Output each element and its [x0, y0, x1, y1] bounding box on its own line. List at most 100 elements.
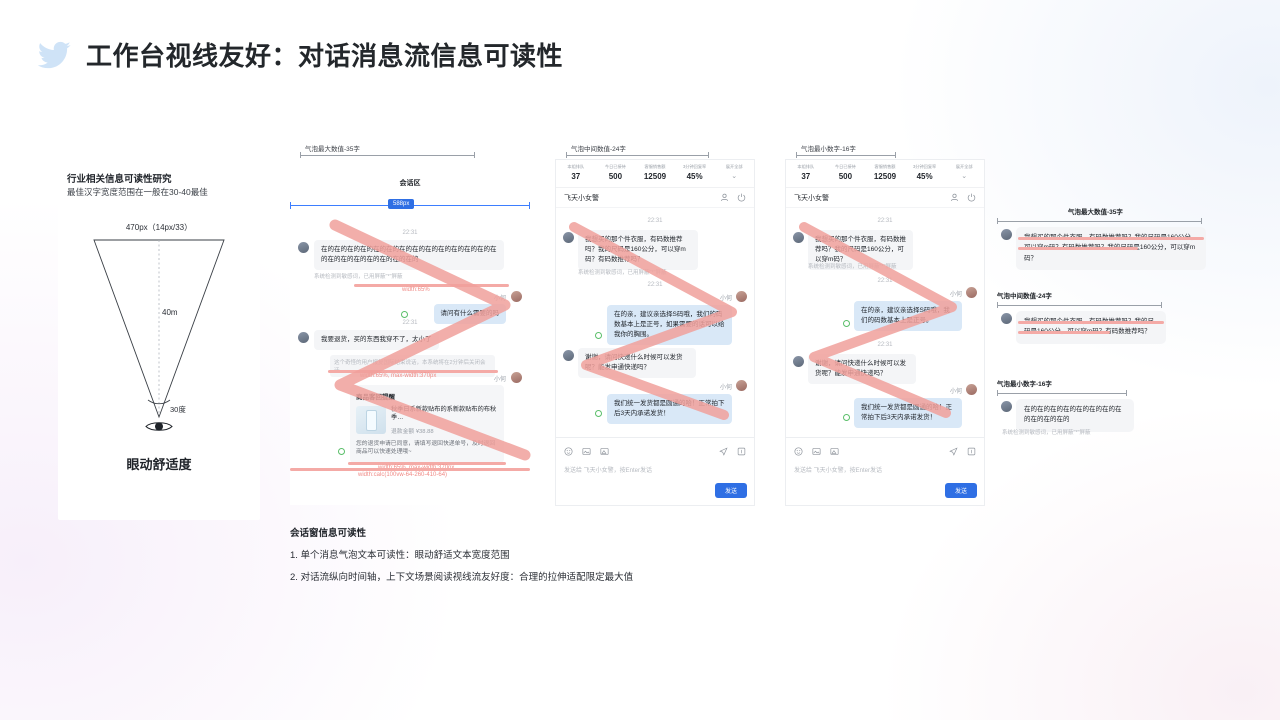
overlay-line — [1018, 247, 1138, 250]
product-refund-card[interactable]: 商品客回提醒 秋季日系新款贴布的系新款贴布的布秋季… 退款金额 ¥38.88 您… — [350, 385, 504, 464]
right-measure-bar-2 — [997, 302, 1162, 308]
chat-window-small: 本组排队 37 今日已接待 500 客服销售额 12509 3分钟回复率 45%… — [786, 160, 984, 505]
avatar[interactable] — [1001, 229, 1012, 240]
avatar[interactable] — [563, 232, 574, 243]
metric-value: 37 — [801, 172, 811, 181]
message-bubble-incoming: 谢谢，请问快递什么时候可以发货呢？能发申通快递吗？ — [578, 348, 696, 379]
avatar[interactable] — [1001, 401, 1012, 412]
system-note: 系统检测到敏感词，已用屏蔽"*"屏蔽 — [578, 270, 667, 276]
message-bubble-incoming: 在的在的在的在的在的在的在的在的在的在的在的在的在的在的在的在的在的在的在的在的… — [314, 240, 504, 271]
expand-icon[interactable] — [737, 447, 746, 456]
send-button[interactable]: 发送 — [944, 483, 977, 498]
emoji-icon[interactable] — [794, 447, 803, 456]
screenshot-icon[interactable] — [600, 447, 609, 456]
metric-value: 500 — [608, 172, 623, 181]
sample-bubble-min: 在的在的在的在的在的在的在的在的在的在的在的 — [1016, 399, 1134, 432]
chat-title: 飞天小女警 — [794, 194, 829, 202]
summary-line-2: 2. 对话流纵向时间轴，上下文场景阅读视线流友好度：合理的拉伸适配限定最大值 — [290, 572, 634, 583]
overlay-line — [1018, 237, 1204, 240]
panel2-measure-caption: 气泡中间数值-24字 — [571, 146, 626, 153]
metric-label: 本组排队 — [567, 164, 585, 169]
cone-shape — [93, 239, 225, 419]
emoji-icon[interactable] — [564, 447, 573, 456]
read-receipt-icon — [843, 414, 850, 421]
avatar[interactable] — [511, 372, 522, 383]
expand-icon[interactable] — [967, 447, 976, 456]
metric-queue[interactable]: 本组排队 37 — [556, 160, 596, 187]
avatar[interactable] — [793, 356, 804, 367]
timestamp: 22:31 — [402, 320, 418, 326]
message-bubble-outgoing: 在的亲，建议亲选择S码哦，我们的码数基本上是正号，如果需要的话可以给我你的胸围。 — [607, 305, 732, 346]
metric-sales[interactable]: 客服销售额 12509 — [865, 160, 905, 187]
metric-served[interactable]: 今日已接待 500 — [596, 160, 636, 187]
metric-label: 今日已接待 — [834, 164, 856, 169]
message-bubble-incoming: 我想买的那个件衣服，有码数推荐吗？我的尺码是160公分，可以穿m码？有码数推荐吗… — [578, 230, 698, 271]
send-plane-icon[interactable] — [949, 447, 958, 456]
conversation-zone-panel: 会话区 588px 22:31 在的在的在的在的在的在的在的在的在的在的在的在的… — [290, 160, 530, 505]
timestamp: 22:31 — [877, 278, 893, 284]
chat-title: 飞天小女警 — [564, 194, 599, 202]
metric-response-rate[interactable]: 3分钟回复率 45% — [905, 160, 945, 187]
sample-bubble-mid: 我想买的那个件衣服，有码数推荐吗？我的尺码是160公分，可以穿m码？有码数推荐吗… — [1016, 311, 1166, 344]
metric-value: 45% — [686, 172, 703, 181]
metric-label: 客服销售额 — [644, 164, 666, 169]
product-card-desc: 您的退货申请已同意，请填写退回快递单号，及时退回商品可以快速处理哦~ — [356, 440, 496, 456]
chat-header: 飞天小女警 — [786, 188, 984, 208]
panel3-measure-caption: 气泡最小数字-16字 — [801, 146, 856, 153]
read-receipt-icon — [338, 448, 345, 455]
avatar[interactable] — [563, 350, 574, 361]
send-plane-icon[interactable] — [719, 447, 728, 456]
message-bubble-incoming: 谢谢，请问快递什么时候可以发货呢？能发申通快递吗？ — [808, 354, 916, 385]
chat-header: 飞天小女警 — [556, 188, 754, 208]
page-title: 工作台视线友好：对话消息流信息可读性 — [86, 41, 564, 71]
metric-label: 展开全部 — [955, 164, 973, 169]
width-annotation-text: width:65%, max-width:370px — [360, 373, 437, 379]
metric-expand-all[interactable]: 展开全部 ⌄ — [944, 160, 984, 187]
composer-placeholder[interactable]: 发送给 飞天小女警，按Enter发话 — [794, 468, 883, 474]
system-note: 系统检测到敏感词，已用屏蔽"*"屏蔽 — [808, 264, 897, 270]
avatar[interactable] — [298, 332, 309, 343]
metrics-bar: 本组排队 37 今日已接待 500 客服销售额 12509 3分钟回复率 45%… — [556, 160, 754, 188]
research-card-subtitle: 最佳汉字宽度范围在一般在30-40最佳 — [67, 187, 208, 197]
eye-comfort-caption: 眼动舒适度 — [126, 457, 192, 472]
readability-research-card: 行业相关信息可读性研究 最佳汉字宽度范围在一般在30-40最佳 470px（14… — [58, 160, 260, 520]
avatar[interactable] — [1001, 313, 1012, 324]
user-icon[interactable] — [950, 193, 959, 202]
avatar[interactable] — [966, 287, 977, 298]
metric-label: 今日已接待 — [604, 164, 626, 169]
metric-value: 12509 — [873, 172, 897, 181]
metric-value: 37 — [571, 172, 581, 181]
metric-value: 45% — [916, 172, 933, 181]
avatar[interactable] — [793, 232, 804, 243]
composer-placeholder[interactable]: 发送给 飞天小女警，按Enter发话 — [564, 468, 653, 474]
metric-served[interactable]: 今日已接待 500 — [826, 160, 866, 187]
metric-sales[interactable]: 客服销售额 12509 — [635, 160, 675, 187]
avatar[interactable] — [966, 384, 977, 395]
right-annotation-head-1: 气泡最大数值-35字 — [1068, 209, 1123, 216]
message-composer[interactable]: 发送给 飞天小女警，按Enter发话 发送 — [556, 437, 754, 505]
metric-response-rate[interactable]: 3分钟回复率 45% — [675, 160, 715, 187]
sender-nickname: 小何 — [949, 389, 962, 395]
image-icon[interactable] — [812, 447, 821, 456]
metric-expand-all[interactable]: 展开全部 ⌄ — [714, 160, 754, 187]
message-composer[interactable]: 发送给 飞天小女警，按Enter发话 发送 — [786, 437, 984, 505]
power-icon[interactable] — [967, 193, 976, 202]
avatar[interactable] — [736, 380, 747, 391]
avatar[interactable] — [298, 242, 309, 253]
sender-nickname: 小何 — [719, 296, 732, 302]
screenshot-icon[interactable] — [830, 447, 839, 456]
metric-value: 500 — [838, 172, 853, 181]
send-button[interactable]: 发送 — [714, 483, 747, 498]
metric-queue[interactable]: 本组排队 37 — [786, 160, 826, 187]
message-bubble-outgoing: 我们统一发货都是圆通的哈！正常拍下后3天内承诺发货！ — [854, 398, 962, 429]
chevron-down-icon[interactable]: ⌄ — [961, 173, 968, 180]
message-bubble-outgoing: 我们统一发货都是圆通的哈！正常拍下后3天内承诺发货！ — [607, 394, 732, 425]
power-icon[interactable] — [737, 193, 746, 202]
chevron-down-icon[interactable]: ⌄ — [731, 173, 738, 180]
avatar[interactable] — [736, 291, 747, 302]
image-icon[interactable] — [582, 447, 591, 456]
product-name: 秋季日系新款贴布的系新款贴布的布秋季… — [391, 406, 497, 422]
user-icon[interactable] — [720, 193, 729, 202]
panel2-measure-bar — [566, 152, 709, 158]
avatar[interactable] — [511, 291, 522, 302]
